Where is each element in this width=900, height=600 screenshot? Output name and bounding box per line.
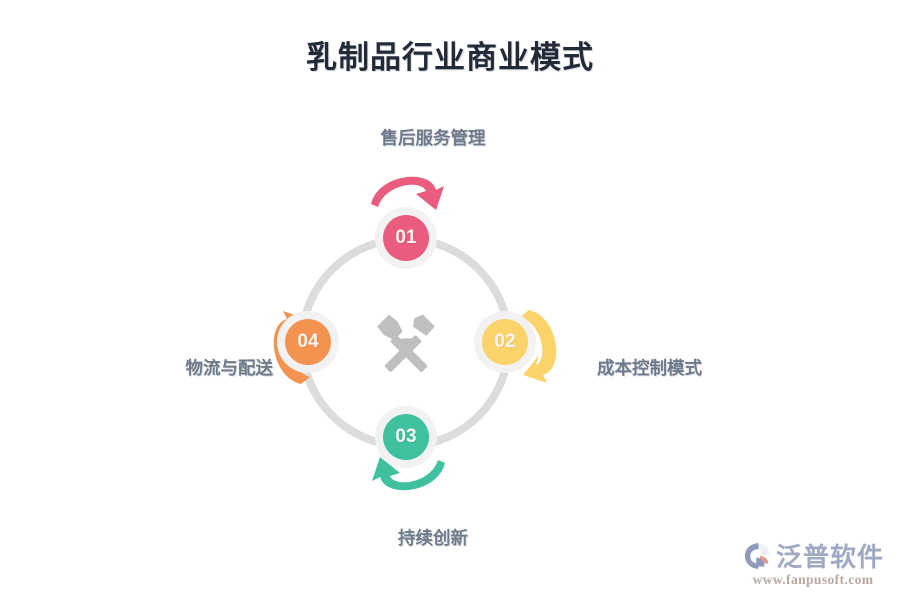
node-number-02: 02 <box>482 319 528 365</box>
cycle-node-04[interactable]: 04 <box>277 311 339 373</box>
cycle-label-03: 持续创新 <box>398 528 468 548</box>
node-number-03: 03 <box>383 414 429 460</box>
watermark-url: www.fanpusoft.com <box>752 572 874 587</box>
watermark-logo: 泛普软件 www.fanpusoft.com <box>742 537 884 588</box>
cycle-node-01[interactable]: 01 <box>375 207 437 269</box>
cycle-label-04: 物流与配送 <box>185 358 274 378</box>
curved-arrow-clockwise-icon-01 <box>366 160 450 214</box>
cycle-node-03[interactable]: 03 <box>375 406 437 468</box>
cycle-node-02[interactable]: 02 <box>474 311 536 373</box>
curved-arrow-clockwise-icon-02 <box>519 305 573 389</box>
node-number-04: 04 <box>285 319 331 365</box>
cycle-diagram: 01 02 03 04 售后服务管理 成本控制模式 持续创新 物流与配送 <box>186 125 703 565</box>
curved-arrow-clockwise-icon-03 <box>366 453 450 507</box>
watermark-brand: 泛普软件 <box>775 543 884 573</box>
page-title: 乳制品行业商业模式 <box>306 40 594 75</box>
cycle-label-01: 售后服务管理 <box>380 128 486 148</box>
watermark-logo-row: 泛普软件 <box>742 537 884 574</box>
fanpu-logo-icon <box>742 541 772 571</box>
cycle-label-02: 成本控制模式 <box>597 358 702 378</box>
crossed-hammers-icon <box>361 301 451 386</box>
node-number-01: 01 <box>383 215 429 261</box>
